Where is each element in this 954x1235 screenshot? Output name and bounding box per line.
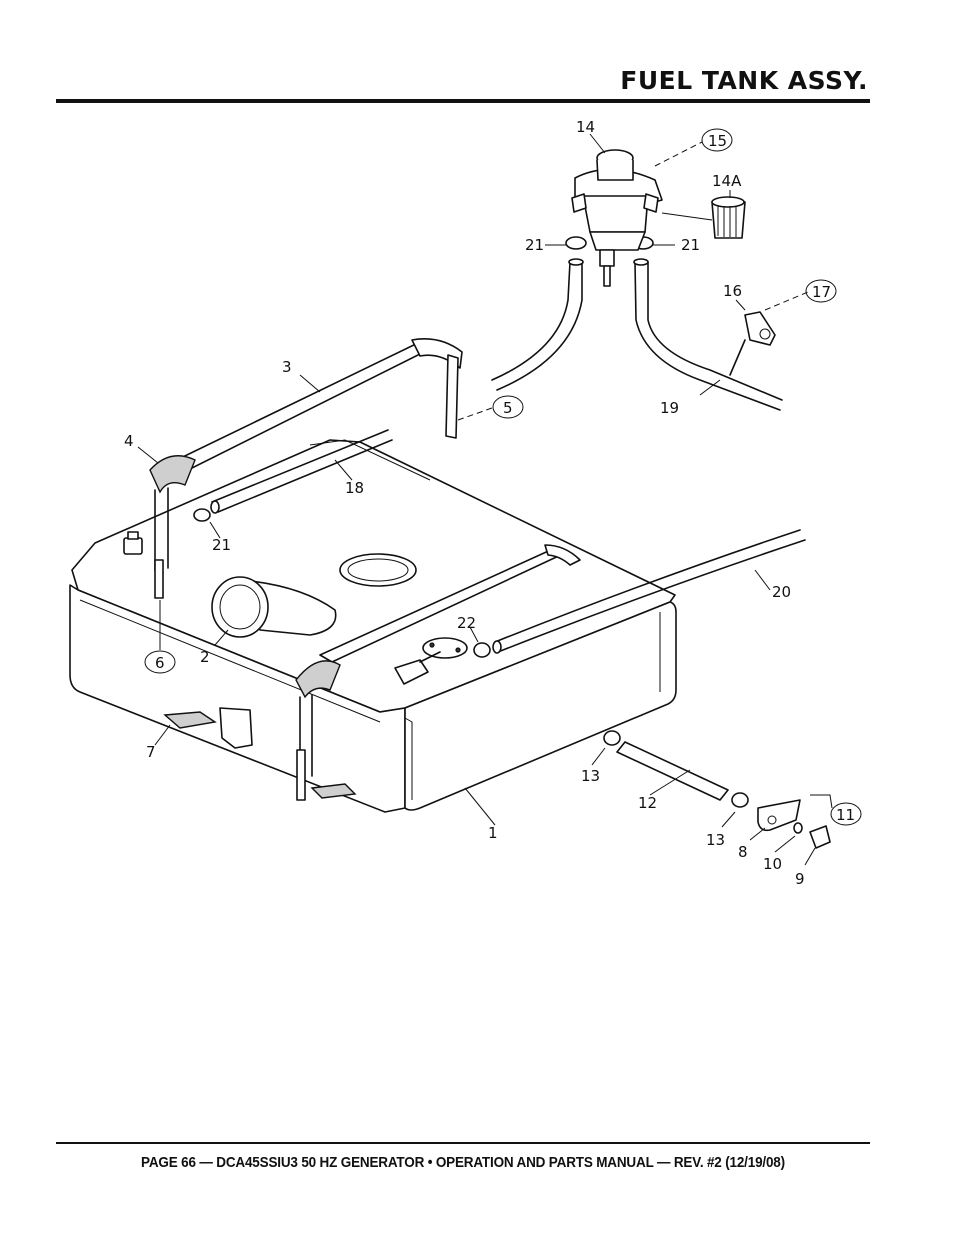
page-footer: PAGE 66 — DCA45SSIU3 50 HZ GENERATOR • O… [141, 1154, 785, 1171]
callout-15-circle [701, 128, 733, 152]
callout-10: 10 [763, 855, 782, 873]
footer-rule [56, 1142, 870, 1144]
callout-13-upper: 13 [581, 767, 600, 785]
callout-7: 7 [146, 743, 156, 761]
callout-9: 9 [795, 870, 805, 888]
callout-5-circle [492, 395, 524, 419]
header-rule [56, 99, 870, 103]
callout-1: 1 [488, 824, 498, 842]
hose-bracket [729, 311, 776, 376]
callout-8: 8 [738, 843, 748, 861]
callout-11-circle [830, 802, 862, 826]
callout-4: 4 [124, 432, 134, 450]
leader-lines [137, 133, 833, 866]
drain-valve [757, 799, 831, 849]
page-title: FUEL TANK ASSY. [620, 66, 868, 95]
fuel-filter-assembly [571, 149, 746, 287]
callout-labels: 14 15 14A 21 21 16 17 3 5 19 4 18 21 20 … [124, 118, 862, 888]
tank-straps [149, 338, 581, 801]
callout-5: 5 [503, 399, 513, 417]
callout-12: 12 [638, 794, 657, 812]
callout-17-circle [805, 279, 837, 303]
callout-19: 19 [660, 399, 679, 417]
callout-3: 3 [282, 358, 292, 376]
callout-6: 6 [155, 654, 165, 672]
callout-6-circle [144, 650, 176, 674]
fuel-hoses [210, 258, 806, 801]
callout-20: 20 [772, 583, 791, 601]
callout-18: 18 [345, 479, 364, 497]
filler-neck [211, 576, 337, 638]
callout-17: 17 [812, 283, 831, 301]
callout-16: 16 [723, 282, 742, 300]
callout-14a: 14A [712, 172, 742, 190]
callout-11: 11 [836, 806, 855, 824]
callout-21-filter-left: 21 [525, 236, 544, 254]
callout-21-filter-right: 21 [681, 236, 700, 254]
fuel-tank-body [69, 439, 677, 813]
callout-21-tank: 21 [212, 536, 231, 554]
callout-15: 15 [708, 132, 727, 150]
callout-14: 14 [576, 118, 595, 136]
callout-2: 2 [200, 648, 210, 666]
callout-22: 22 [457, 614, 476, 632]
callout-13-lower: 13 [706, 831, 725, 849]
